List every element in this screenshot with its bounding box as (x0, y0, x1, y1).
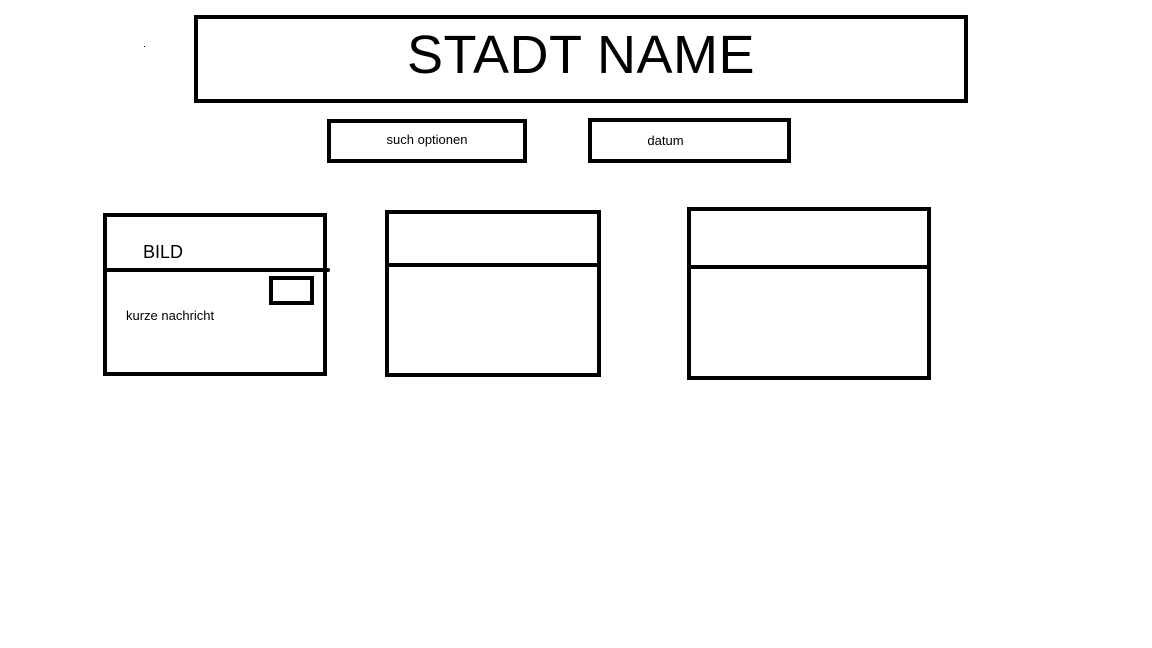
news-card-1[interactable]: BILD kurze nachricht (103, 213, 330, 376)
card-image-placeholder-label: BILD (143, 242, 184, 262)
search-options-button[interactable]: such optionen (327, 119, 527, 163)
page-title: STADT NAME (406, 25, 756, 85)
search-options-label: such optionen (386, 131, 468, 147)
news-card-2[interactable] (385, 210, 601, 377)
stray-dot (144, 46, 145, 47)
card-action-button[interactable] (269, 276, 314, 305)
date-button[interactable]: datum (588, 118, 791, 163)
card-divider (385, 263, 601, 267)
date-label: datum (647, 133, 684, 148)
card-divider (687, 265, 931, 269)
news-card-3[interactable] (687, 207, 931, 380)
card-message: kurze nachricht (126, 308, 215, 323)
card-divider (103, 268, 330, 272)
city-name-header: STADT NAME (194, 15, 968, 103)
